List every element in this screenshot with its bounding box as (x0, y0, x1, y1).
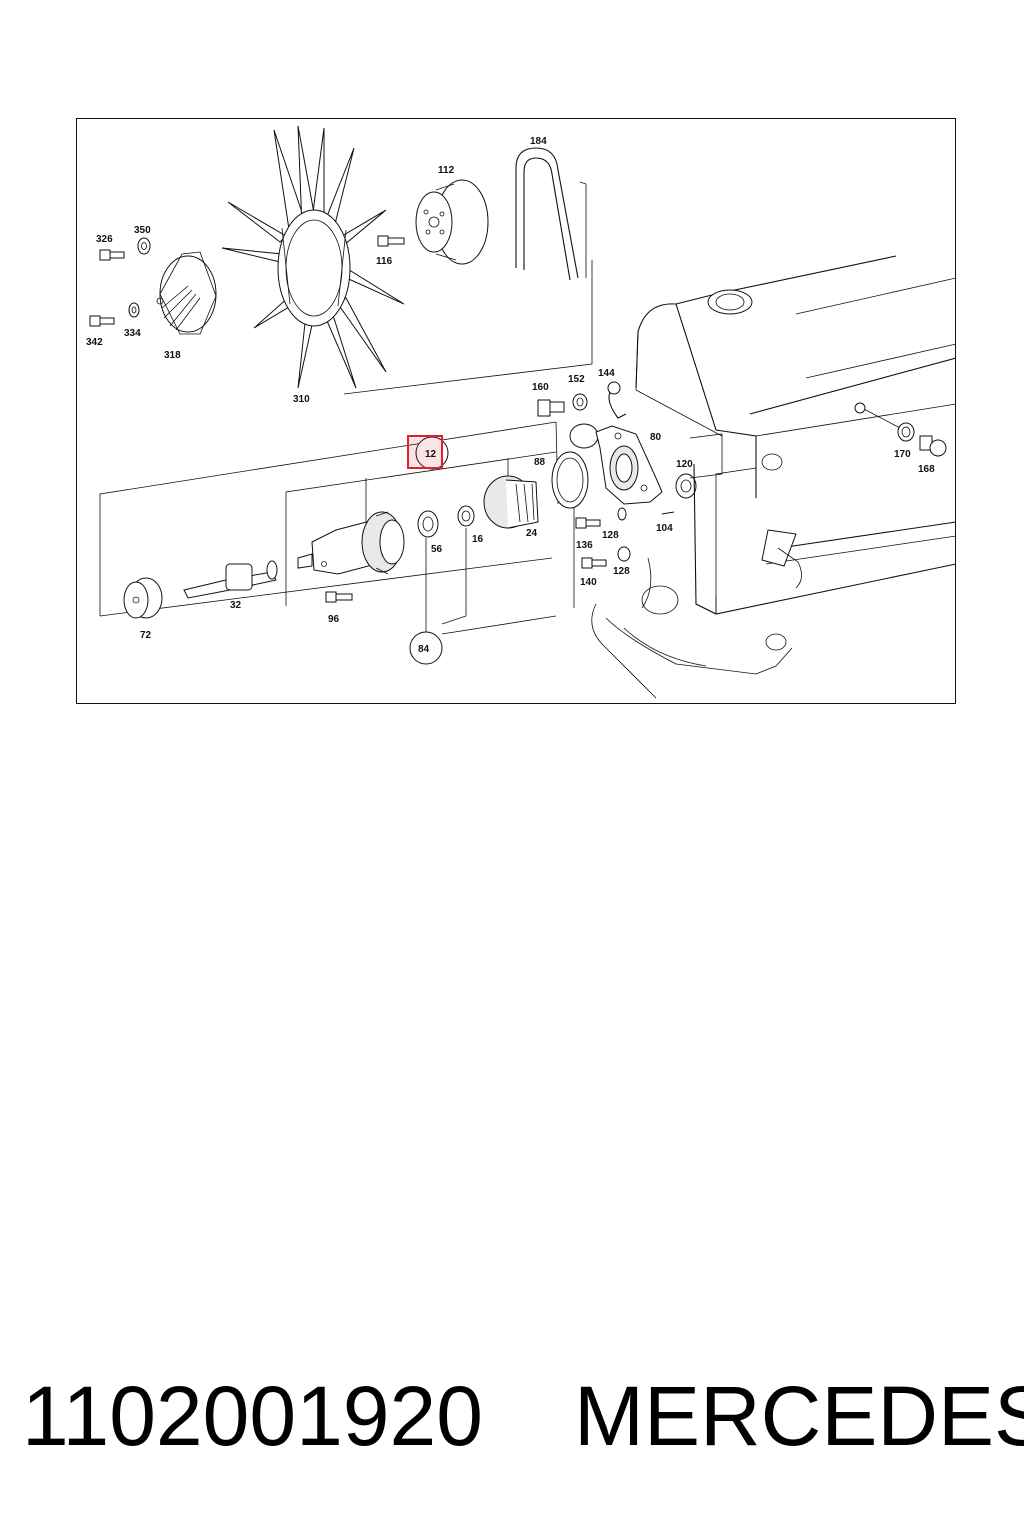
bolt-160 (537, 399, 565, 417)
engine-block (591, 255, 956, 699)
callout-12: 12 (425, 449, 437, 460)
plug-168 (919, 435, 947, 457)
caption-bar: 1102001920 MERCEDES (0, 1368, 1024, 1468)
bolt-116 (377, 235, 405, 247)
ring-16 (457, 505, 475, 527)
callout-184: 184 (530, 136, 547, 147)
callout-170: 170 (894, 449, 911, 460)
callout-96: 96 (328, 614, 340, 625)
seal-104 (661, 511, 675, 515)
callout-152: 152 (568, 374, 585, 385)
callout-104: 104 (656, 523, 673, 534)
callout-136: 136 (576, 540, 593, 551)
clip-144 (607, 381, 627, 419)
callout-116: 116 (376, 256, 393, 267)
callout-84: 84 (418, 644, 430, 655)
callout-140: 140 (580, 577, 597, 588)
callout-12-marker[interactable]: 12 (407, 435, 449, 470)
impeller-24 (483, 475, 539, 529)
bolt-136 (575, 517, 601, 529)
bolt-140 (581, 557, 607, 569)
callout-160: 160 (532, 382, 549, 393)
callout-32: 32 (230, 600, 242, 611)
fan-clutch-318 (156, 251, 217, 335)
part-number: 1102001920 (22, 1369, 483, 1463)
callout-350: 350 (134, 225, 151, 236)
callout-128-upper: 128 (602, 530, 619, 541)
gasket-88 (551, 451, 589, 509)
callout-128-lower: 128 (613, 566, 630, 577)
washer-152 (572, 393, 588, 411)
pump-shaft-32 (183, 560, 278, 599)
callout-334: 334 (124, 328, 141, 339)
pulley-112 (415, 179, 489, 265)
exploded-parts-diagram: 310 112 184 116 318 326 350 (86, 125, 956, 699)
hub-72 (123, 577, 163, 619)
callout-326: 326 (96, 234, 113, 245)
fan-blade-assembly (221, 125, 405, 389)
callout-112: 112 (438, 165, 455, 176)
drive-belt-184 (515, 147, 587, 281)
seal-56 (417, 510, 439, 538)
callout-24: 24 (526, 528, 538, 539)
callout-310: 310 (293, 394, 310, 405)
callout-72: 72 (140, 630, 152, 641)
callout-318: 318 (164, 350, 181, 361)
brand-name: MERCEDES (574, 1369, 1024, 1463)
callout-342: 342 (86, 337, 103, 348)
bolt-326 (99, 249, 125, 261)
callout-168: 168 (918, 464, 935, 475)
kit-callout-84 (409, 528, 557, 665)
pump-housing-80 (569, 423, 663, 505)
callout-144: 144 (598, 368, 615, 379)
callout-56: 56 (431, 544, 443, 555)
washer-350 (137, 237, 151, 255)
bolt-342 (89, 315, 115, 327)
callout-120: 120 (676, 459, 693, 470)
washer-128-upper (617, 507, 627, 521)
washer-128-lower (617, 546, 631, 562)
water-pump-body (297, 511, 405, 575)
washer-120 (675, 473, 697, 499)
washer-170 (897, 422, 915, 442)
callout-80: 80 (650, 432, 662, 443)
bolt-96 (325, 591, 353, 603)
washer-334 (128, 302, 140, 318)
callout-88: 88 (534, 457, 546, 468)
callout-16: 16 (472, 534, 484, 545)
